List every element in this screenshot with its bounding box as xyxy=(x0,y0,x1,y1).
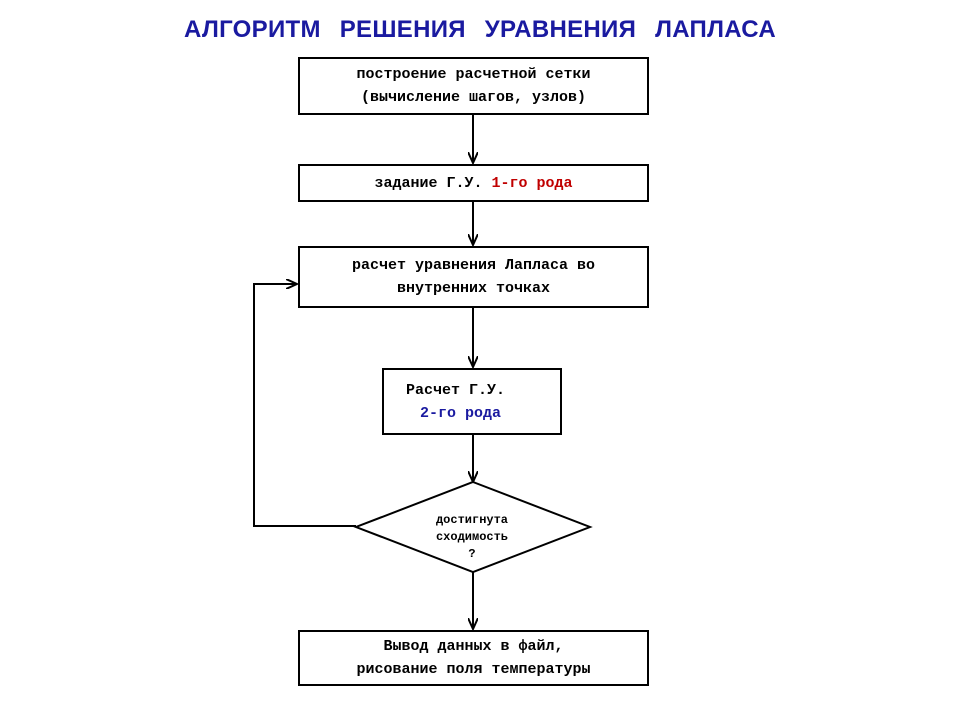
step-set-bc-first-kind: задание Г.У. 1-го рода xyxy=(298,164,649,202)
step-solve-laplace: расчет уравнения Лапласа во внутренних т… xyxy=(298,246,649,308)
step-build-grid-line1: построение расчетной сетки xyxy=(356,66,591,83)
step-output-data: Вывод данных в файл, рисование поля темп… xyxy=(298,630,649,686)
step-output-line2: рисование поля температуры xyxy=(356,661,591,678)
decision-line3: ? xyxy=(468,547,476,561)
step-build-grid: построение расчетной сетки (вычисление ш… xyxy=(298,57,649,115)
decision-line2: сходимость xyxy=(435,530,508,544)
step-bc2-highlight: 2-го рода xyxy=(420,404,502,422)
step-build-grid-line2: (вычисление шагов, узлов) xyxy=(360,89,587,106)
diagram-title: АЛГОРИТМ РЕШЕНИЯ УРАВНЕНИЯ ЛАПЛАСА xyxy=(184,16,776,43)
step-bc1-highlight: 1-го рода xyxy=(491,174,573,192)
step-laplace-line2: внутренних точках xyxy=(396,280,551,297)
step-bc1-prefix: задание Г.У. xyxy=(374,174,492,192)
step-bc1-text: задание Г.У. 1-го рода xyxy=(374,172,572,195)
decision-line1: достигнута xyxy=(435,513,508,527)
step-bc2-line1: Расчет Г.У. xyxy=(406,381,506,399)
step-compute-bc-second-kind: Расчет Г.У. 2-го рода xyxy=(382,368,562,435)
decision-diamond xyxy=(353,480,593,574)
step-output-line1: Вывод данных в файл, xyxy=(383,638,564,655)
decision-label: достигнута сходимость ? xyxy=(372,512,572,563)
loop-back-arrow xyxy=(253,284,356,527)
step-laplace-line1: расчет уравнения Лапласа во xyxy=(351,257,596,274)
